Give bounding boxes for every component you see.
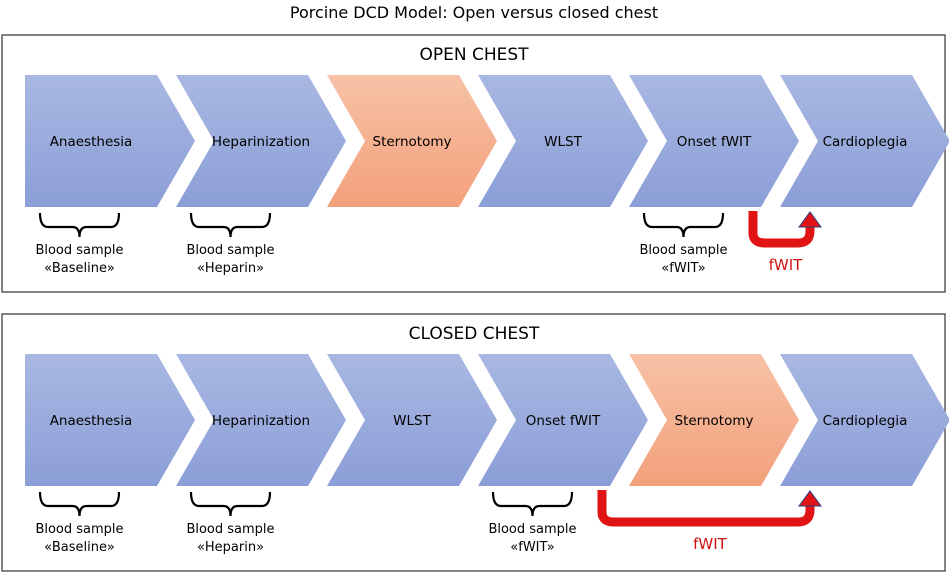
sample-brace <box>38 491 121 517</box>
process-step-label: Heparinization <box>212 134 310 150</box>
panel-title: CLOSED CHEST <box>409 324 540 344</box>
process-step-label: WLST <box>393 413 431 429</box>
process-step-shape <box>25 75 195 207</box>
fwit-label: fWIT <box>693 535 728 553</box>
fwit-arrow-shaft <box>748 211 815 248</box>
sample-brace <box>491 491 574 517</box>
process-step-label: Anaesthesia <box>50 134 133 150</box>
blood-sample-name: «Baseline» <box>44 540 115 555</box>
process-step-shape <box>25 354 195 486</box>
blood-sample-name: «Heparin» <box>197 261 264 276</box>
blood-sample-label: Blood sample <box>639 243 727 258</box>
process-step-shape <box>176 75 346 207</box>
process-step-label: Onset fWIT <box>526 413 601 429</box>
panel-title: OPEN CHEST <box>419 45 529 65</box>
blood-sample-label: Blood sample <box>35 522 123 537</box>
blood-sample-label: Blood sample <box>186 522 274 537</box>
process-step-shape <box>327 75 497 207</box>
process-step-shape <box>780 75 949 207</box>
panel-closed-chest: CLOSED CHEST Anaesthesia Heparinization WLS… <box>1 313 949 572</box>
process-step-shape <box>629 75 799 207</box>
panel-border <box>1 313 946 572</box>
process-step-shape <box>629 354 799 486</box>
blood-sample-label: Blood sample <box>186 243 274 258</box>
process-step-label: Sternotomy <box>675 413 754 429</box>
process-step-label: Anaesthesia <box>50 413 133 429</box>
process-step-label: Onset fWIT <box>677 134 752 150</box>
fwit-arrow-head <box>798 490 822 507</box>
sample-brace <box>642 212 725 238</box>
fwit-label: fWIT <box>769 256 804 274</box>
diagram-title: Porcine DCD Model: Open versus closed ch… <box>290 3 658 22</box>
process-step-shape <box>327 354 497 486</box>
sample-brace <box>189 491 272 517</box>
process-step-label: Cardioplegia <box>823 134 908 150</box>
blood-sample-label: Blood sample <box>488 522 576 537</box>
process-step-shape <box>176 354 346 486</box>
sample-brace <box>38 212 121 238</box>
blood-sample-name: «fWIT» <box>661 261 705 276</box>
panel-border <box>1 34 946 293</box>
blood-sample-name: «Heparin» <box>197 540 264 555</box>
fwit-arrow-shaft <box>597 490 815 527</box>
fwit-arrow-head <box>798 211 822 228</box>
panel-open-chest: OPEN CHEST Anaesthesia Heparinization Stern… <box>1 34 949 293</box>
blood-sample-name: «fWIT» <box>510 540 554 555</box>
process-step-label: WLST <box>544 134 582 150</box>
process-step-shape <box>478 354 648 486</box>
blood-sample-name: «Baseline» <box>44 261 115 276</box>
sample-brace <box>189 212 272 238</box>
process-step-label: Heparinization <box>212 413 310 429</box>
blood-sample-label: Blood sample <box>35 243 123 258</box>
process-step-label: Cardioplegia <box>823 413 908 429</box>
process-step-shape <box>780 354 949 486</box>
process-step-label: Sternotomy <box>373 134 452 150</box>
process-step-shape <box>478 75 648 207</box>
